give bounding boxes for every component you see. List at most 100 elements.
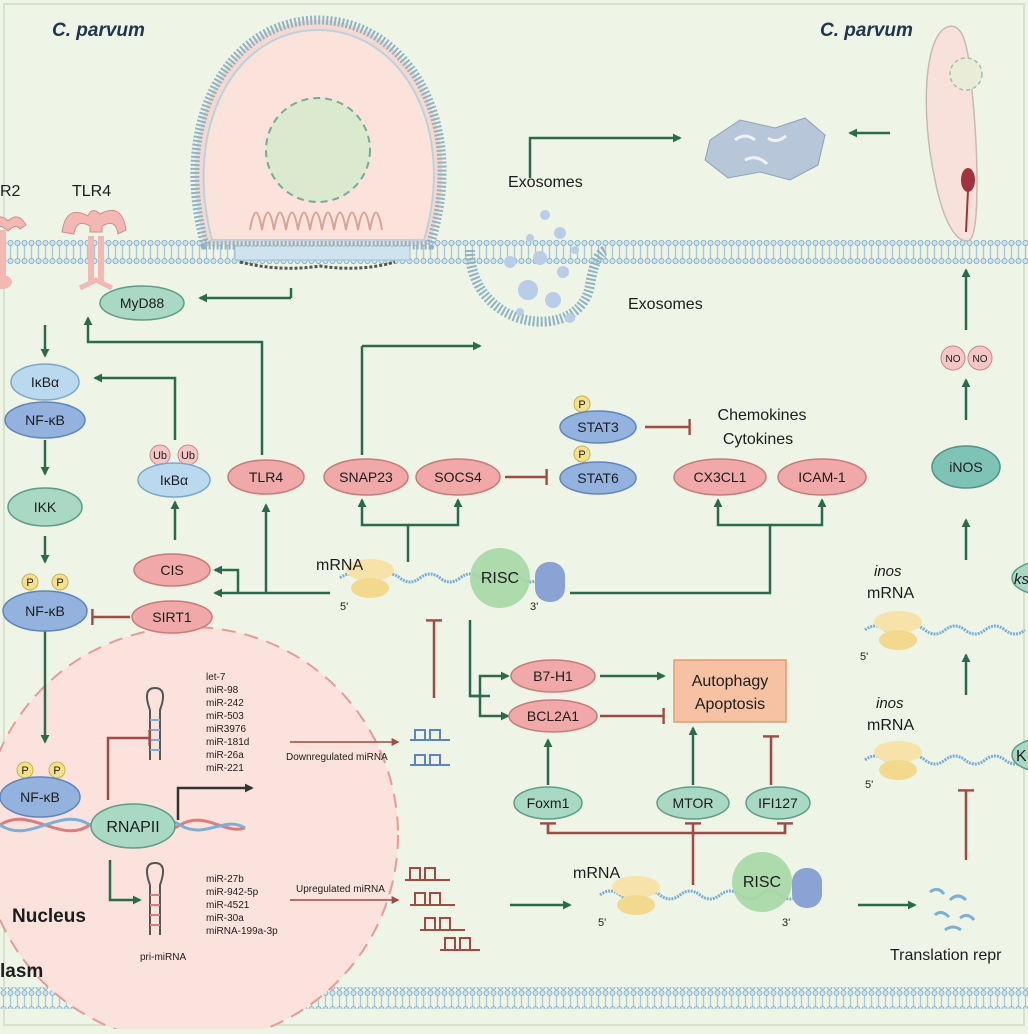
phospho-badge <box>21 573 39 591</box>
mirna-item: miR-181d <box>206 737 249 748</box>
nfkb-nucleus-node <box>0 776 81 818</box>
ubiquitin-label: Ub <box>153 450 167 462</box>
exosomes-side-label: Exosomes <box>628 296 703 313</box>
stat3-label: STAT3 <box>577 419 619 435</box>
apoptosis-label: Apoptosis <box>695 696 765 713</box>
damaged-parasite-icon <box>704 117 826 181</box>
mrna-right-label-1: mRNA <box>867 585 914 602</box>
nfkb-phospho-node <box>2 590 88 632</box>
exosomes-top-label: Exosomes <box>508 174 583 191</box>
bcl2a1-node <box>508 699 598 733</box>
b7h1-label: B7-H1 <box>533 668 573 684</box>
mirna-item: miR-26a <box>206 750 244 761</box>
pri-mirna-label: pri-miRNA <box>140 952 186 963</box>
ribosome-icon-3 <box>874 611 922 650</box>
tlr2-receptor-icon <box>0 216 27 289</box>
three-prime-top: 3' <box>530 601 538 613</box>
risc-complex-bottom <box>732 852 822 912</box>
upregulated-mirna-icon <box>405 867 480 951</box>
phospho-label: P <box>21 765 28 777</box>
ribosome-icon-2 <box>612 876 660 915</box>
stat6-node <box>559 461 637 495</box>
socs4-node <box>415 458 501 496</box>
mrna-right-label-2: mRNA <box>867 717 914 734</box>
socs4-label: SOCS4 <box>434 469 482 485</box>
snap23-label: SNAP23 <box>339 469 393 485</box>
nfkb-phospho-label: NF-κB <box>25 603 65 619</box>
phospho-label: P <box>578 399 585 411</box>
ikba-ub-node <box>137 462 211 498</box>
k-node-partial <box>1011 739 1028 771</box>
ribosome-icon <box>346 559 394 598</box>
mirna-item: miRNA-199a-3p <box>206 926 278 937</box>
inos-label-1: inos <box>874 563 902 580</box>
chemokines-label: Chemokines <box>718 407 807 424</box>
no-molecule <box>967 345 993 371</box>
phospho-label: P <box>56 577 63 589</box>
nfkb-top-node <box>4 401 86 439</box>
risc-complex-top <box>470 548 565 608</box>
tlr2-label: R2 <box>0 183 21 200</box>
exosome-pocket <box>465 210 609 327</box>
five-prime-top: 5' <box>340 601 348 613</box>
sirt1-label: SIRT1 <box>152 609 192 625</box>
cytokines-label: Cytokines <box>723 431 793 448</box>
phospho-label: P <box>26 577 33 589</box>
tlr4-receptor-icon <box>61 210 127 291</box>
ks-node-partial <box>1011 562 1028 594</box>
hairpin-pri-mirna-icon <box>145 861 165 935</box>
three-prime-bottom: 3' <box>782 917 790 929</box>
degraded-mrna-icon <box>929 887 976 932</box>
cytoplasm-label: lasm <box>0 961 43 982</box>
ikba-ub-label: IκBα <box>160 472 188 488</box>
no-label: NO <box>946 354 961 365</box>
ikba-label: IκBα <box>31 374 59 390</box>
foxm1-label: Foxm1 <box>527 795 570 811</box>
bcl2a1-label: BCL2A1 <box>527 708 579 724</box>
phospho-badge <box>48 761 66 779</box>
sporozoite-icon <box>925 25 983 242</box>
ks-label: ks <box>1014 571 1028 588</box>
cis-label: CIS <box>160 562 183 578</box>
mirna-item: miR-221 <box>206 763 244 774</box>
mirna-item: miR-242 <box>206 698 244 709</box>
icam1-label: ICAM-1 <box>798 469 846 485</box>
five-prime-bottom: 5' <box>598 917 606 929</box>
mrna-bottom-label: mRNA <box>573 865 620 882</box>
ribosome-icon-4 <box>874 741 922 780</box>
k-label: K <box>1016 748 1027 765</box>
inhibition-lines <box>91 419 974 885</box>
mirna-item: miR-503 <box>206 711 244 722</box>
five-prime-right-2: 5' <box>865 779 873 791</box>
upregulated-mirna-label: Upregulated miRNA <box>296 884 385 895</box>
foxm1-node <box>513 786 583 820</box>
phospho-label: P <box>578 449 585 461</box>
icam1-node <box>777 458 867 496</box>
autophagy-apoptosis-box <box>673 659 787 723</box>
parasite-title-left: C. parvum <box>52 20 145 41</box>
myd88-node <box>99 285 185 321</box>
activation-arrows <box>40 128 971 910</box>
downregulated-mirna-list: let-7 miR-98 miR-242 miR-503 miR3976 miR… <box>206 672 249 774</box>
rnapii-node <box>90 803 176 849</box>
cx3cl1-node <box>673 458 767 496</box>
cx3cl1-label: CX3CL1 <box>694 469 747 485</box>
phospho-label: P <box>53 765 60 777</box>
inos-label-2: inos <box>876 695 904 712</box>
mtor-label: MTOR <box>673 795 714 811</box>
ifi127-node <box>745 786 811 820</box>
mirna-item: miR-4521 <box>206 900 250 911</box>
mrna-top-label: mRNA <box>316 557 363 574</box>
transcription-arrow <box>176 783 254 820</box>
phospho-badge <box>51 573 69 591</box>
ikk-label: IKK <box>34 499 57 515</box>
mirna-item: miR-30a <box>206 913 244 924</box>
upregulated-mirna-list: miR-27b miR-942-5p miR-4521 miR-30a miRN… <box>206 874 278 937</box>
snap23-node <box>323 458 409 496</box>
nucleus-label: Nucleus <box>12 906 86 927</box>
mirna-flow-arrows <box>290 738 400 904</box>
autophagy-label: Autophagy <box>692 673 769 690</box>
tlr4-node <box>227 459 305 495</box>
ifi127-label: IFI127 <box>758 795 798 811</box>
